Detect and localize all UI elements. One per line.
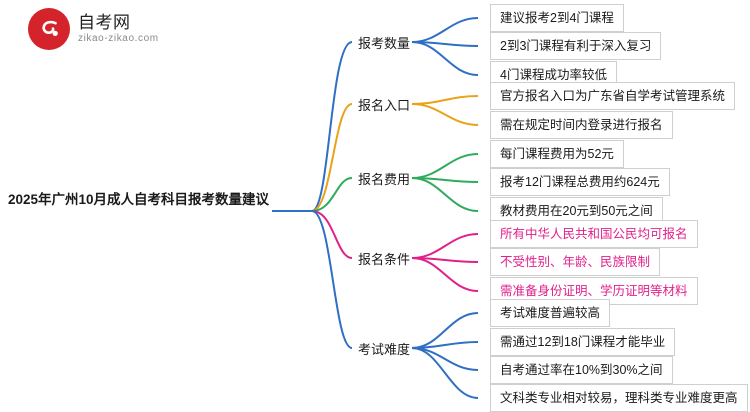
leaf-node: 官方报名入口为广东省自学考试管理系统 xyxy=(490,82,736,110)
logo-title: 自考网 xyxy=(78,12,131,32)
leaf-node: 每门课程费用为52元 xyxy=(490,140,624,168)
logo-circle-icon xyxy=(28,8,70,50)
branch-label-3: 报名费用 xyxy=(358,172,411,187)
leaf-node: 需通过12到18门课程才能毕业 xyxy=(490,328,676,356)
leaf-node: 考试难度普遍较高 xyxy=(490,299,611,327)
root-node-label: 2025年广州10月成人自考科目报考数量建议 xyxy=(8,192,270,207)
leaf-node: 报考12门课程总费用约624元 xyxy=(490,168,670,196)
logo-text: 自考网 zikao-zikao.com xyxy=(78,12,159,44)
leaf-node: 2到3门课程有利于深入复习 xyxy=(490,32,662,60)
site-logo: 自考网 zikao-zikao.com xyxy=(28,8,159,50)
leaf-node: 文科类专业相对较易，理科类专业难度更高 xyxy=(490,384,748,412)
logo-subtitle: zikao-zikao.com xyxy=(78,32,159,44)
branch-label-5: 考试难度 xyxy=(358,342,411,357)
leaf-node: 需在规定时间内登录进行报名 xyxy=(490,111,673,139)
branch-label-1: 报考数量 xyxy=(358,36,411,51)
branch-label-4: 报名条件 xyxy=(358,252,411,267)
leaf-node: 所有中华人民共和国公民均可报名 xyxy=(490,220,698,248)
branch-label-2: 报名入口 xyxy=(358,98,411,113)
leaf-node: 自考通过率在10%到30%之间 xyxy=(490,356,673,384)
leaf-node: 不受性别、年龄、民族限制 xyxy=(490,248,661,276)
leaf-node: 建议报考2到4门课程 xyxy=(490,4,624,32)
